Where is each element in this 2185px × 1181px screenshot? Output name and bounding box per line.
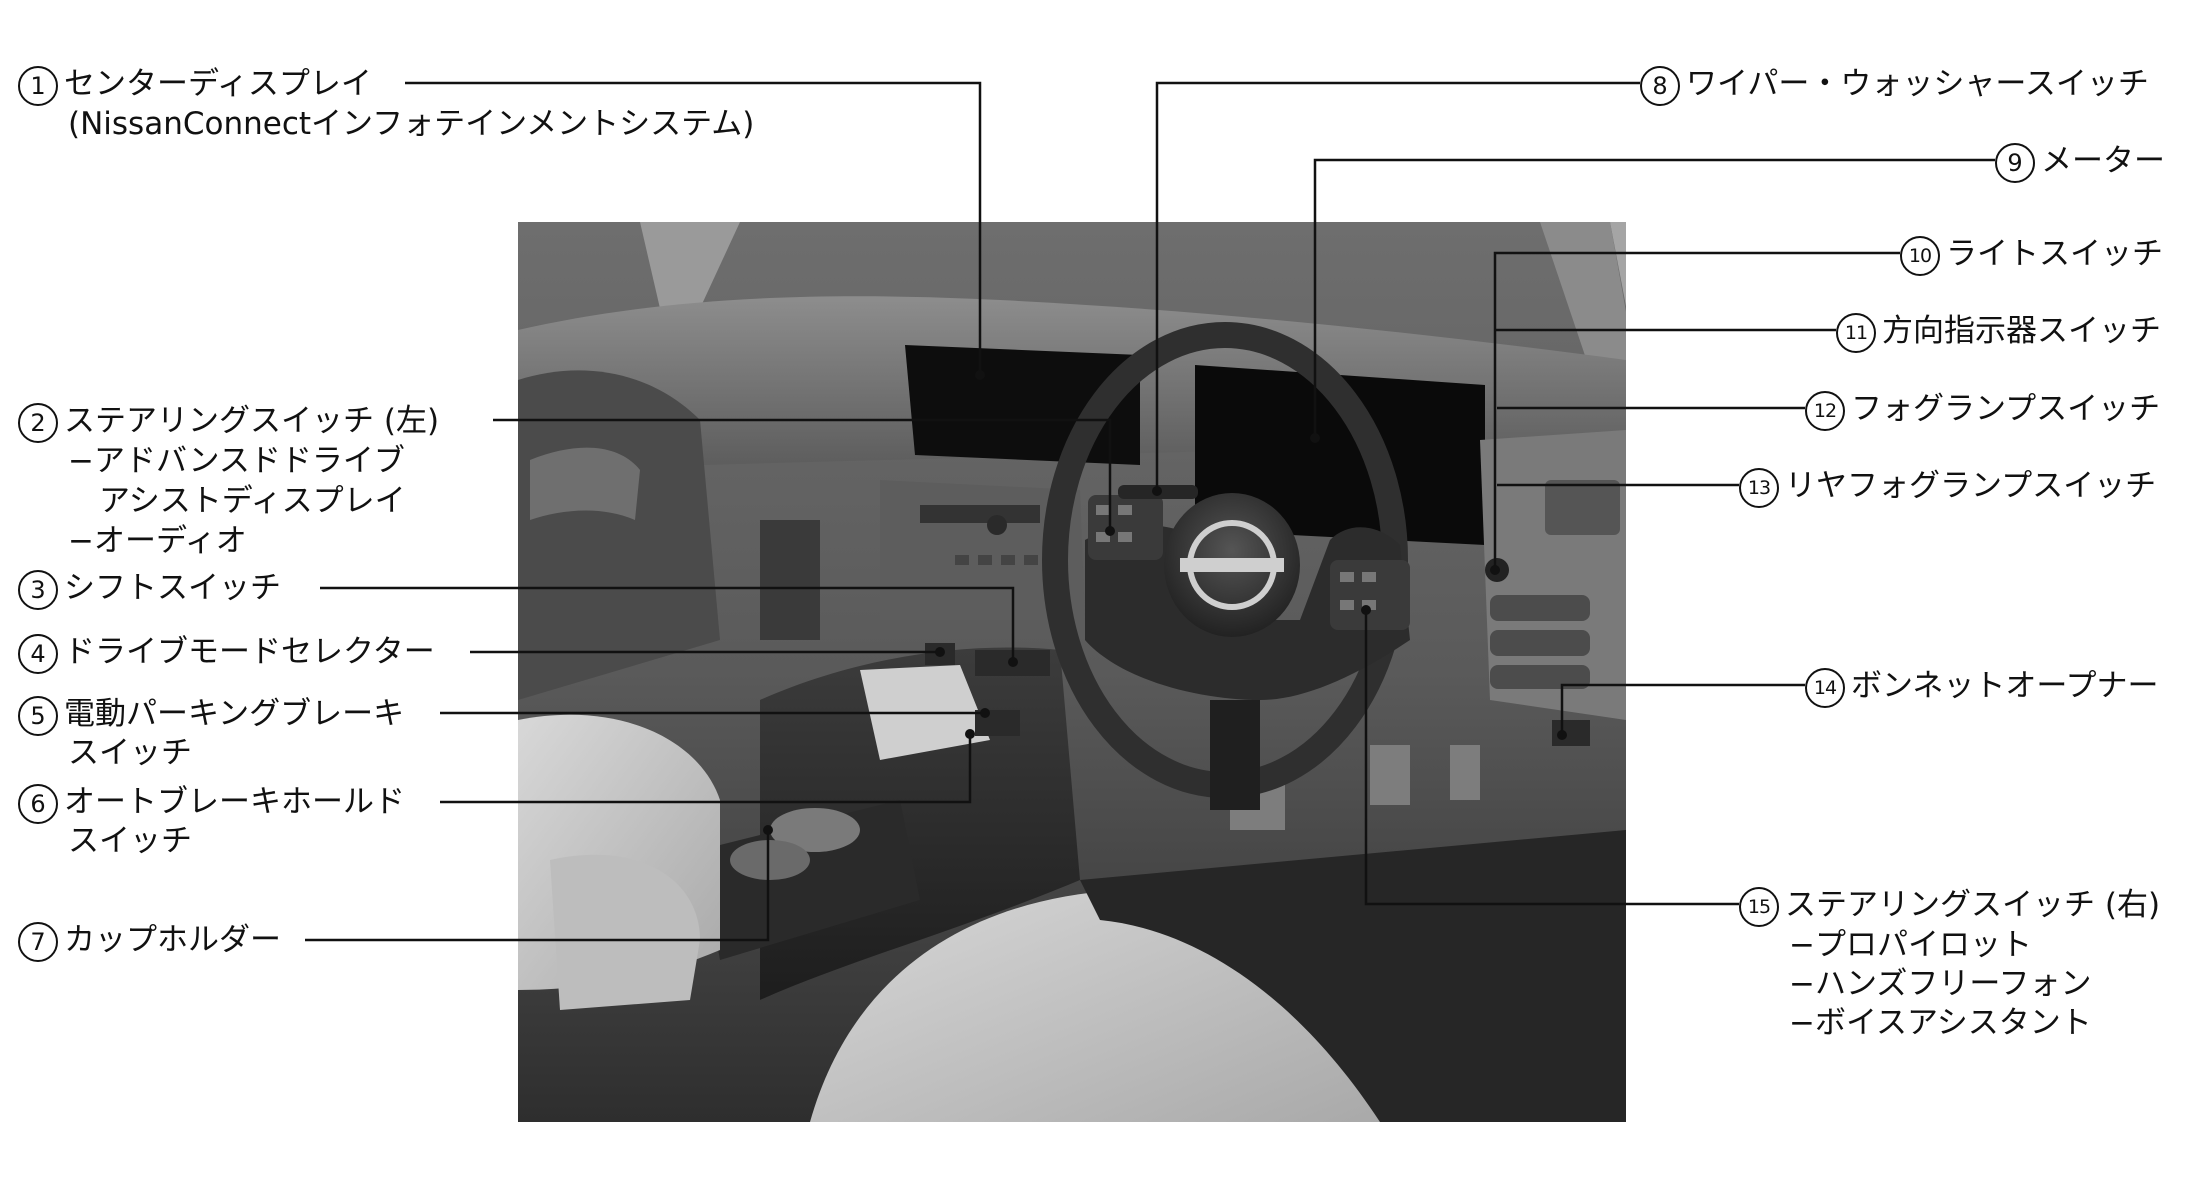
- callout-2-line2: −アドバンスドドライブ: [68, 443, 405, 479]
- callout-text: ワイパー・ウォッシャースイッチ: [1686, 66, 2149, 102]
- callout-6-line2: スイッチ: [68, 823, 192, 859]
- callout-text: センターディスプレイ: [64, 66, 372, 102]
- callout-number: 1: [18, 65, 58, 106]
- callout-number: 7: [18, 921, 58, 962]
- callout-2-line4: −オーディオ: [68, 523, 247, 559]
- callout-1-line2: (NissanConnectインフォテインメントシステム): [68, 106, 755, 142]
- callout-number: 11: [1836, 312, 1876, 353]
- callout-text: リヤフォグランプスイッチ: [1785, 468, 2157, 504]
- callout-2-line3: アシストディスプレイ: [68, 483, 406, 519]
- callout-text: フォグランプスイッチ: [1851, 391, 2161, 427]
- callout-number: 5: [18, 695, 58, 736]
- callout-number: 3: [18, 569, 58, 610]
- callout-text: ライトスイッチ: [1946, 236, 2163, 272]
- callout-15-line4: −ボイスアシスタント: [1789, 1005, 2092, 1041]
- callout-text: 電動パーキングブレーキ: [64, 696, 405, 732]
- callout-text: 方向指示器スイッチ: [1882, 313, 2161, 349]
- callout-text: ステアリングスイッチ (左): [64, 403, 440, 439]
- callout-text: ボンネットオープナー: [1851, 668, 2159, 704]
- callout-number: 8: [1640, 65, 1680, 106]
- callout-5-line2: スイッチ: [68, 735, 192, 771]
- callout-text: オートブレーキホールド: [64, 784, 405, 820]
- callout-text: シフトスイッチ: [64, 570, 281, 606]
- callout-number: 6: [18, 783, 58, 824]
- callout-number: 9: [1995, 142, 2035, 183]
- callout-number: 13: [1739, 467, 1779, 508]
- callout-number: 10: [1900, 235, 1940, 276]
- callout-15-line2: −プロパイロット: [1789, 927, 2032, 963]
- callout-number: 14: [1805, 667, 1845, 708]
- callout-text: ステアリングスイッチ (右): [1785, 887, 2161, 923]
- callout-text: メーター: [2041, 143, 2165, 179]
- callout-number: 4: [18, 633, 58, 674]
- callout-text: ドライブモードセレクター: [64, 634, 435, 670]
- callout-number: 12: [1805, 390, 1845, 431]
- callout-text: カップホルダー: [64, 922, 281, 958]
- callout-number: 2: [18, 402, 58, 443]
- callout-15-line3: −ハンズフリーフォン: [1789, 966, 2092, 1002]
- callout-number: 15: [1739, 886, 1779, 927]
